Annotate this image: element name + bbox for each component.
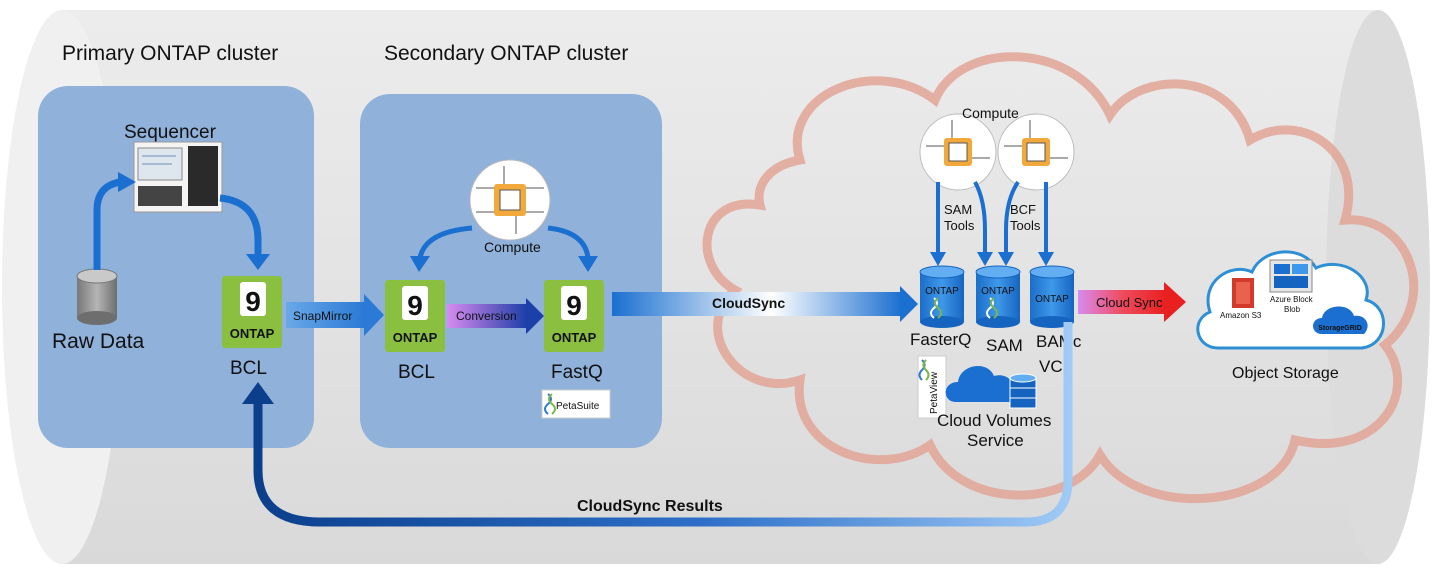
cvs-label-line2: Service	[967, 431, 1024, 450]
object-storage-label: Object Storage	[1232, 365, 1339, 382]
cloud-sync-arrow: Cloud Sync	[1078, 282, 1186, 322]
secondary-bcl-label: BCL	[398, 362, 435, 383]
cloud-compute-label: Compute	[962, 105, 1019, 121]
svg-text:SnapMirror: SnapMirror	[293, 309, 352, 323]
bamc-label: BAMc	[1036, 332, 1082, 351]
svg-text:Conversion: Conversion	[456, 309, 517, 323]
svg-text:PetaView: PetaView	[929, 371, 940, 414]
secondary-cluster-title: Secondary ONTAP cluster	[384, 42, 628, 65]
bcf-tools-label-line1: BCF	[1010, 202, 1036, 217]
sequencer-icon	[133, 141, 223, 213]
cloud-compute-chip-2	[997, 113, 1075, 191]
primary-bcl-label: BCL	[230, 358, 267, 379]
petasuite-badge: PetaSuite	[541, 389, 611, 419]
svg-text:ONTAP: ONTAP	[1035, 294, 1069, 305]
secondary-compute-label: Compute	[484, 239, 541, 255]
raw-to-sequencer-arrow	[93, 178, 121, 270]
cloud-volumes-icon	[945, 365, 1037, 409]
petaview-badge: PetaView	[917, 355, 947, 419]
cloudsync-arrow: CloudSync	[612, 286, 918, 322]
secondary-cluster-panel	[360, 94, 662, 448]
svg-text:9: 9	[407, 290, 423, 321]
amazon-s3-icon	[1232, 278, 1254, 308]
arrowhead	[578, 256, 598, 272]
sequencer-label: Sequencer	[124, 122, 217, 143]
azure-label-line2: Blob	[1284, 305, 1301, 314]
cloud-outline	[702, 52, 1419, 503]
ontap-tile-secondary-bcl: 9 ONTAP	[385, 280, 445, 352]
fastq-label: FastQ	[551, 362, 603, 383]
svg-text:9: 9	[566, 290, 582, 321]
sam-tools-arrows	[930, 181, 993, 266]
azure-label-line1: Azure Block	[1270, 295, 1314, 304]
cloudsync-results-arrow	[253, 322, 1073, 527]
svg-text:Cloud Sync: Cloud Sync	[1096, 295, 1163, 310]
svg-text:ONTAP: ONTAP	[981, 286, 1015, 297]
azure-blob-icon	[1269, 259, 1313, 293]
bcf-tools-arrows	[998, 180, 1054, 266]
amazon-s3-label: Amazon S3	[1220, 311, 1262, 320]
fasterq-label: FasterQ	[910, 330, 971, 349]
cloud-compute-chip-1	[919, 113, 997, 191]
compute-chip-icon	[469, 159, 551, 241]
cvs-label-line1: Cloud Volumes	[937, 411, 1051, 430]
sam-label: SAM	[986, 336, 1023, 355]
ontap-tile-primary-bcl: 9 ONTAP	[222, 276, 282, 348]
sequencer-to-bcl-arrow	[219, 194, 262, 256]
arrowhead	[410, 256, 430, 272]
svg-text:9: 9	[245, 286, 261, 317]
bamc-db-icon: ONTAP	[1029, 265, 1075, 328]
cloudsync-results-label: CloudSync Results	[577, 498, 723, 515]
ontap-tile-fastq: 9 ONTAP	[544, 280, 604, 352]
svg-text:ONTAP: ONTAP	[552, 330, 597, 345]
compute-to-bcl-arrow	[417, 225, 473, 259]
compute-to-fastq-arrow	[547, 225, 591, 259]
sam-tools-label-line2: Tools	[944, 218, 975, 233]
svg-text:ONTAP: ONTAP	[393, 330, 438, 345]
arrowhead	[246, 254, 270, 270]
raw-data-icon	[76, 268, 118, 325]
arrowhead	[118, 172, 136, 192]
sam-tools-label-line1: SAM	[944, 202, 972, 217]
primary-cluster-title: Primary ONTAP cluster	[62, 42, 278, 65]
svg-text:ONTAP: ONTAP	[230, 326, 275, 341]
bcf-tools-label-line2: Tools	[1010, 218, 1041, 233]
snapmirror-arrow: SnapMirror	[286, 294, 384, 336]
fasterq-db-icon: ONTAP	[919, 265, 965, 328]
storagegrid-icon: StorageGRID	[1313, 306, 1368, 334]
sam-db-icon: ONTAP	[975, 265, 1021, 328]
conversion-arrow: Conversion	[447, 298, 544, 334]
arrowhead	[242, 382, 274, 404]
svg-text:CloudSync: CloudSync	[712, 295, 785, 311]
primary-cluster-panel	[38, 86, 314, 448]
svg-text:ONTAP: ONTAP	[925, 286, 959, 297]
svg-text:StorageGRID: StorageGRID	[1318, 325, 1362, 332]
svg-text:PetaSuite: PetaSuite	[556, 401, 600, 412]
raw-data-label: Raw Data	[52, 330, 145, 353]
